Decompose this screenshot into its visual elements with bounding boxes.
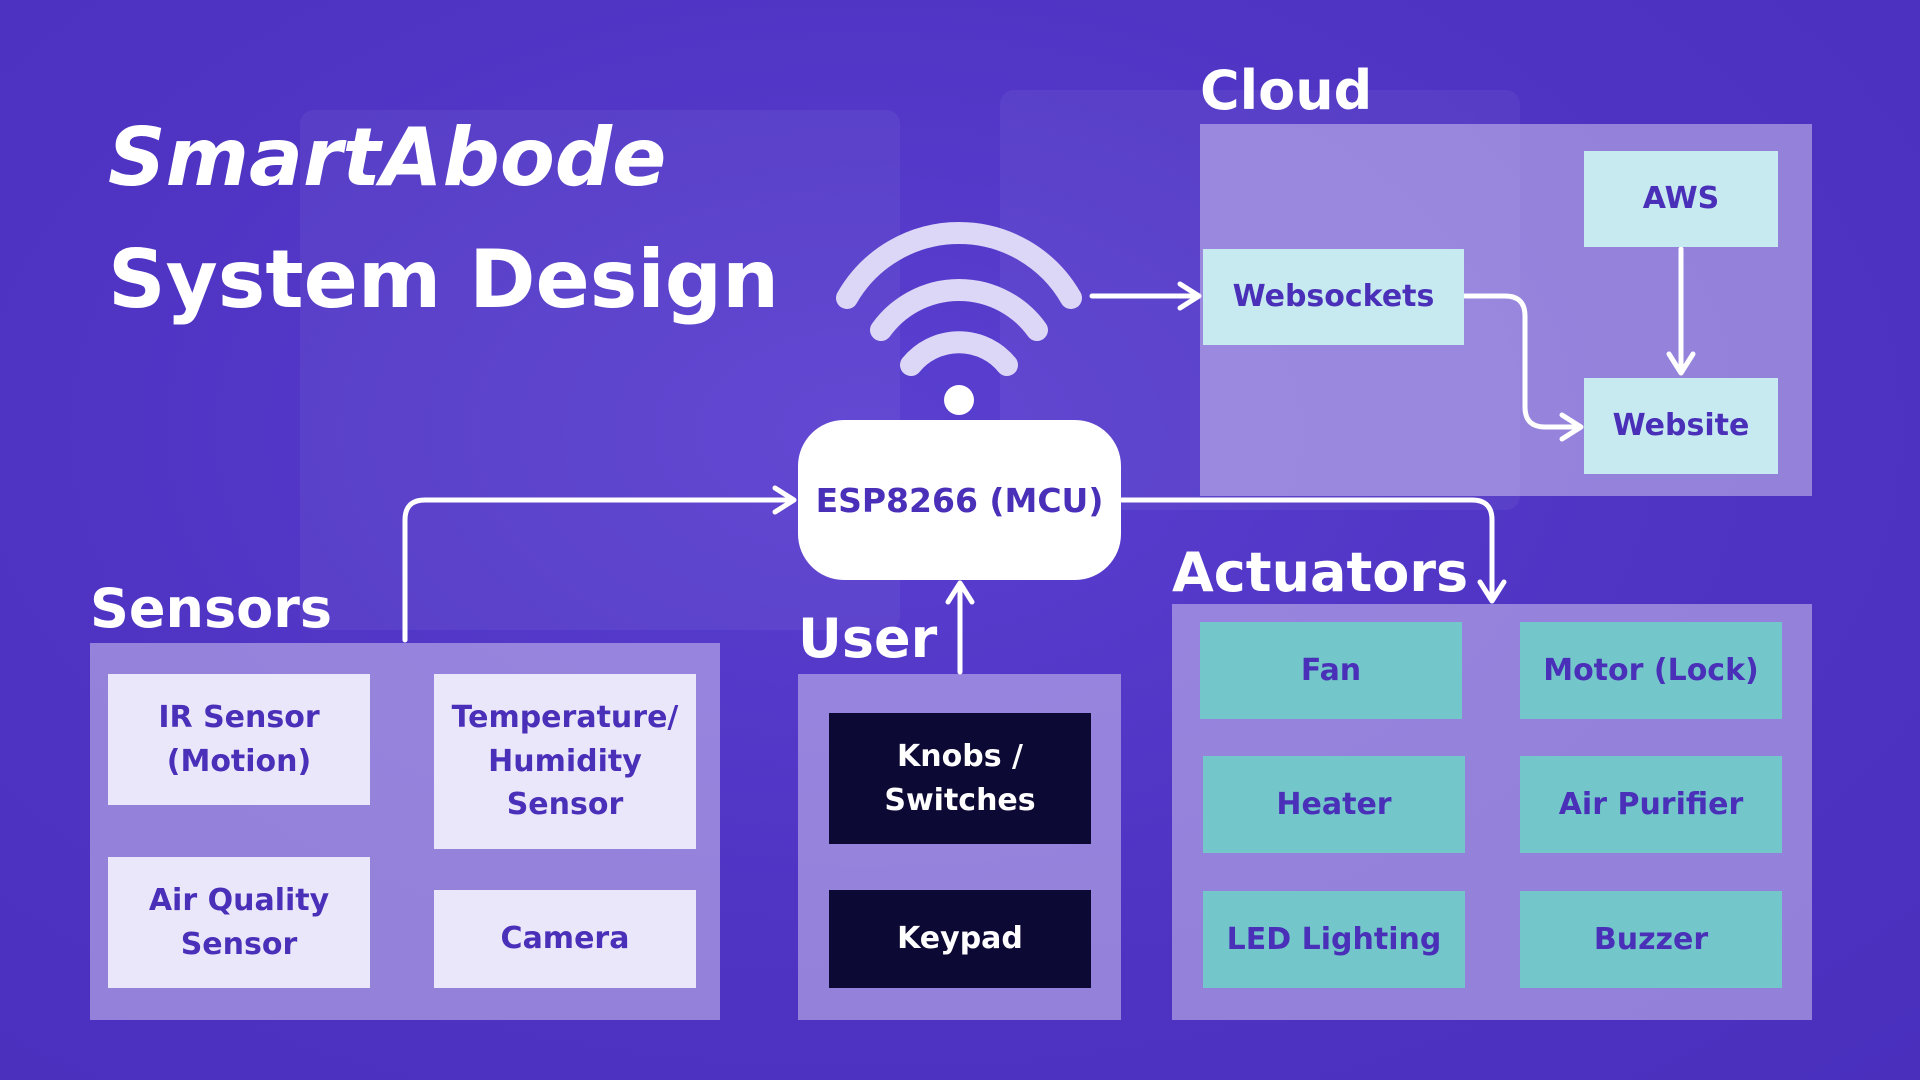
wifi-icon (836, 222, 1082, 415)
node-motor-lock: Motor (Lock) (1520, 622, 1782, 719)
arrow-mcu-to-actuators (1119, 497, 1507, 604)
node-website: Website (1584, 378, 1778, 474)
group-label-cloud: Cloud (1200, 59, 1373, 122)
node-knobs-switches: Knobs / Switches (829, 713, 1091, 844)
arrow-sensors-to-mcu (402, 485, 797, 643)
node-air-quality-sensor: Air Quality Sensor (108, 857, 370, 988)
node-fan: Fan (1200, 622, 1462, 719)
node-led-lighting: LED Lighting (1203, 891, 1465, 988)
node-camera: Camera (434, 890, 696, 988)
node-websockets: Websockets (1203, 249, 1464, 345)
group-label-sensors: Sensors (90, 577, 332, 640)
node-air-purifier: Air Purifier (1520, 756, 1782, 853)
node-buzzer: Buzzer (1520, 891, 1782, 988)
group-label-user: User (798, 607, 938, 670)
node-heater: Heater (1203, 756, 1465, 853)
group-label-actuators: Actuators (1172, 541, 1469, 604)
mcu-node: ESP8266 (MCU) (798, 420, 1121, 580)
node-aws: AWS (1584, 151, 1778, 247)
arrow-websockets-to-website (1462, 293, 1584, 442)
node-keypad: Keypad (829, 890, 1091, 988)
node-temperature-humidity-sensor: Temperature/ Humidity Sensor (434, 674, 696, 849)
title-line-2: System Design (108, 233, 780, 326)
title-line-1: SmartAbode (108, 111, 667, 204)
node-ir-sensor: IR Sensor (Motion) (108, 674, 370, 805)
